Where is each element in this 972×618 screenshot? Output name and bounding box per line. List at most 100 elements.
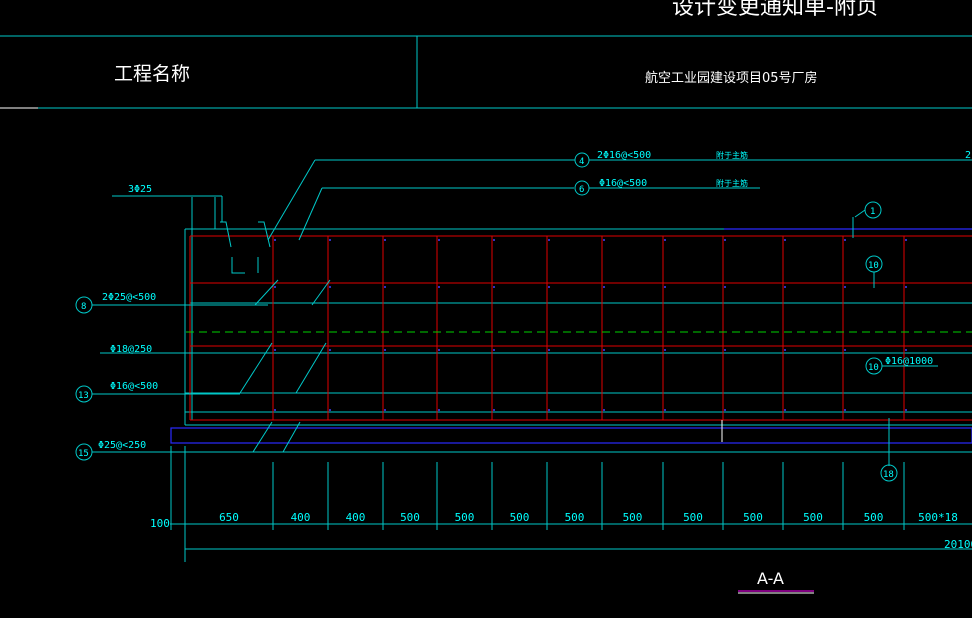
svg-text:Φ16@<500: Φ16@<500 bbox=[599, 178, 647, 189]
slab-strip bbox=[170, 427, 972, 444]
svg-text:附于主筋: 附于主筋 bbox=[716, 150, 748, 160]
callout-10-upper: 10 bbox=[865, 255, 883, 273]
rebar-dot bbox=[438, 409, 440, 411]
callout-4: 4 2Φ16@<500 附于主筋 2 bbox=[574, 150, 971, 168]
rebar-dot bbox=[905, 286, 907, 288]
rebar-dot bbox=[724, 239, 726, 241]
rebar-dot bbox=[905, 409, 907, 411]
rebar-dot bbox=[329, 239, 331, 241]
callout-18: 18 bbox=[880, 464, 898, 482]
rebar-dot bbox=[329, 409, 331, 411]
svg-text:13: 13 bbox=[78, 391, 89, 401]
rebar-dot bbox=[493, 286, 495, 288]
rebar-dot bbox=[438, 349, 440, 351]
callout-6: 6 Φ16@<500 附于主筋 bbox=[574, 178, 748, 196]
rebar-dot bbox=[603, 239, 605, 241]
rebar-dot bbox=[905, 239, 907, 241]
svg-text:2Φ25@<500: 2Φ25@<500 bbox=[102, 292, 156, 303]
rebar-dot bbox=[664, 349, 666, 351]
callout-15: 15 Φ25@<250 bbox=[75, 440, 146, 461]
rebar-dot bbox=[844, 239, 846, 241]
rebar-dot bbox=[274, 239, 276, 241]
svg-text:1: 1 bbox=[870, 207, 875, 217]
rebar-dot bbox=[724, 286, 726, 288]
dim-total: 20100 bbox=[944, 538, 972, 551]
callout-8: 8 2Φ25@<500 bbox=[75, 292, 156, 314]
dim-segment-label: 500 bbox=[400, 511, 420, 524]
rebar-dot bbox=[329, 349, 331, 351]
rebar-dot bbox=[844, 349, 846, 351]
rebar-dot bbox=[724, 349, 726, 351]
rebar-dot bbox=[384, 286, 386, 288]
rebar-dot bbox=[664, 409, 666, 411]
dim-segment-label: 500 bbox=[803, 511, 823, 524]
rebar-dot bbox=[329, 286, 331, 288]
dim-segment-label: 500 bbox=[743, 511, 763, 524]
svg-text:4: 4 bbox=[579, 157, 584, 167]
rebar-dot bbox=[438, 239, 440, 241]
rebar-dot bbox=[844, 409, 846, 411]
left-mid-spec: Φ18@250 bbox=[110, 344, 152, 355]
reinforcement-red bbox=[189, 235, 972, 421]
rebar-dot bbox=[664, 239, 666, 241]
svg-text:6: 6 bbox=[579, 185, 584, 195]
dim-segment-label: 650 bbox=[219, 511, 239, 524]
rebar-dot bbox=[603, 349, 605, 351]
rebar-dot bbox=[548, 409, 550, 411]
rebar-dot bbox=[724, 409, 726, 411]
beam-body bbox=[184, 228, 972, 426]
callout-13: 13 Φ16@<500 bbox=[75, 381, 158, 403]
dim-segment-label: 500 bbox=[455, 511, 475, 524]
rebar-dot bbox=[784, 409, 786, 411]
rebar-dot bbox=[548, 239, 550, 241]
rebar-dot bbox=[784, 286, 786, 288]
project-name-label: 工程名称 bbox=[114, 63, 190, 85]
rebar-dot bbox=[493, 239, 495, 241]
svg-text:2Φ16@<500: 2Φ16@<500 bbox=[597, 150, 651, 161]
svg-text:附于主筋: 附于主筋 bbox=[716, 178, 748, 188]
dim-segment-label: 400 bbox=[346, 511, 366, 524]
project-name-value: 航空工业园建设项目05号厂房 bbox=[645, 70, 818, 86]
dim-segment-label: 500 bbox=[864, 511, 884, 524]
rebar-dot bbox=[438, 286, 440, 288]
dim-segment-label: 500 bbox=[565, 511, 585, 524]
svg-text:2: 2 bbox=[965, 150, 971, 161]
dim-segment-label: 400 bbox=[291, 511, 311, 524]
callout-1: 1 bbox=[864, 201, 882, 219]
dim-segment-label: 500 bbox=[683, 511, 703, 524]
svg-text:Φ16@<500: Φ16@<500 bbox=[110, 381, 158, 392]
svg-text:10: 10 bbox=[868, 261, 879, 271]
rebar-dot bbox=[384, 239, 386, 241]
hook-detail bbox=[191, 197, 271, 274]
rebar-dot bbox=[905, 349, 907, 351]
rebar-dot bbox=[844, 286, 846, 288]
svg-text:10: 10 bbox=[868, 363, 879, 373]
dim-segment-label: 500 bbox=[623, 511, 643, 524]
rebar-dot bbox=[603, 286, 605, 288]
svg-text:18: 18 bbox=[883, 470, 894, 480]
svg-text:15: 15 bbox=[78, 449, 89, 459]
svg-text:Φ16@1000: Φ16@1000 bbox=[885, 356, 933, 367]
rebar-dot bbox=[493, 409, 495, 411]
rebar-dot bbox=[784, 349, 786, 351]
rebar-dot bbox=[784, 239, 786, 241]
callout-10-lower: 10 Φ16@1000 bbox=[865, 356, 933, 375]
rebar-dot bbox=[384, 409, 386, 411]
dimension-chain: 100 650 400 400 500 500 500 500 500 500 500 500 500… bbox=[150, 446, 972, 562]
dim-segment-label: 500*18 bbox=[918, 511, 958, 524]
rebar-dot bbox=[274, 286, 276, 288]
leader-diagonals bbox=[239, 159, 331, 453]
callout-leaders bbox=[92, 159, 972, 466]
section-label: A-A bbox=[757, 569, 784, 588]
rebar-dot bbox=[548, 286, 550, 288]
rebar-dot bbox=[274, 409, 276, 411]
top-left-spec: 3Φ25 bbox=[128, 184, 152, 195]
sheet-title: 设计变更通知单-附页 bbox=[672, 0, 878, 20]
rebar-dot bbox=[664, 286, 666, 288]
svg-text:8: 8 bbox=[81, 302, 86, 312]
svg-text:Φ25@<250: Φ25@<250 bbox=[98, 440, 146, 451]
dim-left-value: 100 bbox=[150, 517, 170, 530]
rebar-dot bbox=[384, 349, 386, 351]
rebar-dot bbox=[274, 349, 276, 351]
